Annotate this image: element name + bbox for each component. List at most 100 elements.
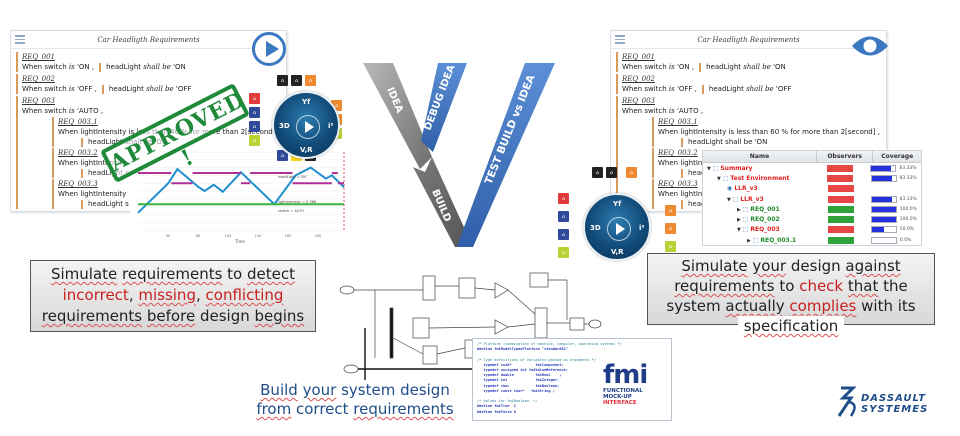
app-tile[interactable]: ⌂ xyxy=(277,150,288,161)
requirement-id[interactable]: REQ_002 xyxy=(22,75,55,83)
caption-right: Simulate your design against requirement… xyxy=(647,253,935,336)
table-row[interactable]: ◉ LLR_v3 xyxy=(703,184,921,194)
compass-left-label[interactable]: 3D xyxy=(279,122,290,130)
collapse-arrow-icon[interactable]: ▶ xyxy=(737,217,743,224)
caption-line: from correct requirements xyxy=(240,400,470,419)
app-tile[interactable]: ⌂ xyxy=(558,193,569,204)
app-tile[interactable]: ⌂ xyxy=(592,167,603,178)
when-keyword: When xyxy=(622,107,645,115)
requirement-text: When lightIntensity is less than 60 % fo… xyxy=(658,128,880,136)
coverage-cell: 0.0% xyxy=(868,236,921,244)
mux-block xyxy=(389,307,394,359)
column-header-name[interactable]: Name xyxy=(703,151,817,162)
compass-left[interactable]: Yf 3D i² V,R xyxy=(272,91,340,159)
menu-icon[interactable] xyxy=(15,35,25,44)
app-tile[interactable]: ⌂ xyxy=(331,100,342,111)
code-line: typedef unsigned int fmiValueReference; xyxy=(477,368,568,373)
collapse-arrow-icon[interactable]: ▶ xyxy=(737,206,743,213)
compass-right[interactable]: Yf 3D i² V,R xyxy=(583,193,651,261)
separator xyxy=(101,84,104,94)
requirement-id[interactable]: REQ_001 xyxy=(622,53,655,61)
compass-bottom-label[interactable]: V,R xyxy=(300,146,313,154)
eye-icon[interactable] xyxy=(851,33,889,59)
requirement-id[interactable]: REQ_003 xyxy=(622,97,655,105)
subject: switch xyxy=(44,107,69,115)
requirement-id[interactable]: REQ_003.1 xyxy=(658,118,698,126)
row-name: LLR_v3 xyxy=(740,195,764,203)
app-tile[interactable]: ⌂ xyxy=(558,247,569,258)
app-tile[interactable]: ⌂ xyxy=(665,223,676,234)
play-inner-icon[interactable] xyxy=(607,217,631,241)
app-tile[interactable]: ⌂ xyxy=(558,211,569,222)
app-tile[interactable]: ⌂ xyxy=(291,75,302,86)
compass-left-label[interactable]: 3D xyxy=(590,224,601,232)
requirement-id[interactable]: REQ_002 xyxy=(622,75,655,83)
requirement-id[interactable]: REQ_003.2 xyxy=(58,149,98,157)
coverage-cell: 100.0% xyxy=(868,216,921,224)
subject: switch xyxy=(644,107,669,115)
condition: is xyxy=(668,107,677,115)
x-tick-label: 150 xyxy=(255,234,262,238)
app-glyph-icon: ⌂ xyxy=(252,123,257,130)
caption-word: design xyxy=(195,307,255,325)
app-tile[interactable]: ⌂ xyxy=(558,229,569,240)
play-inner-icon[interactable] xyxy=(296,115,320,139)
compass-right-label[interactable]: i² xyxy=(639,224,645,232)
app-tile[interactable]: ⌂ xyxy=(606,167,617,178)
row-name: REQ_003 xyxy=(750,226,780,234)
app-tile[interactable]: ⌂ xyxy=(249,135,260,146)
expand-arrow-icon[interactable]: ▼ xyxy=(707,165,713,172)
requirement-id[interactable]: REQ_003 xyxy=(22,97,55,105)
when-keyword: When xyxy=(22,107,45,115)
app-glyph-icon: ⌂ xyxy=(561,213,566,220)
column-header-coverage[interactable]: Coverage xyxy=(881,153,914,160)
coverage-bar xyxy=(870,216,897,224)
caption-word: correct xyxy=(291,400,354,418)
play-icon[interactable] xyxy=(252,32,286,66)
column-header-observers[interactable]: Observers xyxy=(817,151,874,162)
app-tile[interactable]: ⌂ xyxy=(665,205,676,216)
table-row[interactable]: ▶ ⬚ REQ_003.1 0.0% xyxy=(703,235,921,245)
component-icon: ⬚ xyxy=(732,195,741,203)
compass-top-label[interactable]: Yf xyxy=(613,200,622,208)
collapse-arrow-icon[interactable]: ▶ xyxy=(747,237,753,244)
app-tile[interactable]: ⌂ xyxy=(626,167,637,178)
menu-icon[interactable] xyxy=(615,35,625,44)
requirement-id[interactable]: REQ_003.2 xyxy=(658,149,698,157)
compass-right-label[interactable]: i² xyxy=(328,122,334,130)
app-tile[interactable]: ⌂ xyxy=(249,93,260,104)
app-tile[interactable]: ⌂ xyxy=(305,75,316,86)
code-line: typedef const char* fmiString ; xyxy=(477,388,555,393)
requirement-text: When switch is 'ON ,headLight shall be '… xyxy=(22,62,286,72)
shall-keyword: shall be xyxy=(746,85,776,93)
expand-arrow-icon[interactable]: ▼ xyxy=(737,227,743,234)
requirement-id[interactable]: REQ_003.3 xyxy=(658,180,698,188)
app-tile[interactable]: ⌂ xyxy=(277,75,288,86)
separator xyxy=(99,62,102,72)
observer-status-bar xyxy=(827,185,854,193)
when-keyword: When xyxy=(22,85,45,93)
condition: is xyxy=(668,85,677,93)
app-tile[interactable]: ⌂ xyxy=(249,121,260,132)
app-tile[interactable]: ⌂ xyxy=(249,107,260,118)
expand-arrow-icon[interactable]: ▼ xyxy=(717,175,723,182)
compass-top-label[interactable]: Yf xyxy=(302,98,311,106)
row-name-cell: ▶ ⬚ REQ_003.1 xyxy=(703,237,814,244)
result: 'ON xyxy=(773,63,786,71)
compass-bottom-label[interactable]: V,R xyxy=(611,248,624,256)
row-name: REQ_003.1 xyxy=(760,236,797,244)
expand-arrow-icon[interactable]: ▼ xyxy=(727,196,733,203)
app-tile[interactable]: ⌂ xyxy=(665,241,676,252)
requirement-id[interactable]: REQ_001 xyxy=(22,53,55,61)
requirement-id[interactable]: REQ_003.1 xyxy=(58,118,98,126)
caption-word: check xyxy=(799,277,844,295)
requirement-id[interactable]: REQ_003.3 xyxy=(58,180,98,188)
